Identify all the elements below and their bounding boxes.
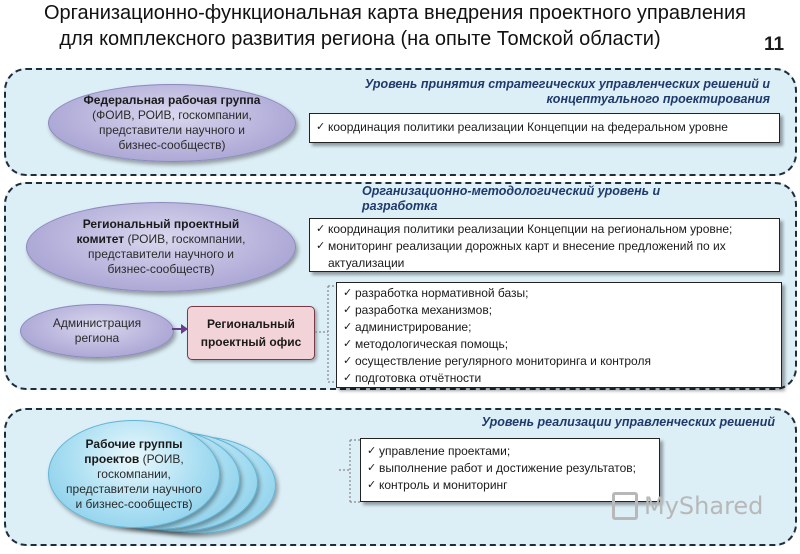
title-line-1: Организационно-функциональная карта внед… xyxy=(44,2,746,24)
committee-title: Региональный проектный комитет xyxy=(76,217,240,246)
admin-to-office-arrow xyxy=(172,324,188,334)
page-title: Организационно-функциональная карта внед… xyxy=(0,0,790,52)
committee-members: (РОИВ, госкомпании, представители научно… xyxy=(88,232,246,276)
federal-group-members: (ФОИВ, РОИВ, госкомпании, представители … xyxy=(92,108,252,152)
committee-functions-box: координация политики реализации Концепци… xyxy=(309,218,780,272)
project-groups-members: (РОИВ, госкомпании, представители научно… xyxy=(66,451,202,511)
list-item: разработка нормативной базы; xyxy=(343,285,775,302)
level1-label: Уровень принятия стратегических управлен… xyxy=(330,77,770,107)
watermark: MyShared xyxy=(612,492,763,520)
list-item: управление проектами; xyxy=(367,443,653,460)
list-item: администрирование; xyxy=(343,319,775,336)
list-item: координация политики реализации Концепци… xyxy=(316,119,773,136)
regional-project-office: Региональный проектный офис xyxy=(187,306,315,360)
office-functions-box: разработка нормативной базы; разработка … xyxy=(336,282,782,388)
regional-project-committee: Региональный проектный комитет (РОИВ, го… xyxy=(26,202,296,292)
page-number: 11 xyxy=(764,34,785,55)
project-groups-title: Рабочие группы проектов xyxy=(84,436,183,466)
watermark-logo-icon xyxy=(612,492,638,520)
list-item: осуществление регулярного мониторинга и … xyxy=(343,353,775,370)
level1-label-line-1: Уровень принятия стратегических управлен… xyxy=(364,77,770,91)
regional-administration: Администрация региона xyxy=(20,304,174,358)
watermark-text: MyShared xyxy=(644,492,764,520)
list-item: методологическая помощь; xyxy=(343,336,775,353)
list-item: разработка механизмов; xyxy=(343,302,775,319)
level2-label-line-1: Организационно-методологический уровень … xyxy=(362,184,661,213)
groups-bracket xyxy=(339,439,360,503)
federal-group-title: Федеральная рабочая группа xyxy=(83,93,261,107)
federal-working-group: Федеральная рабочая группа (ФОИВ, РОИВ, … xyxy=(48,84,296,162)
project-functions-box: управление проектами; выполнение работ и… xyxy=(360,438,660,502)
list-item: подготовка отчётности xyxy=(343,370,775,387)
list-item: мониторинг реализации дорожных карт и вн… xyxy=(316,238,773,272)
office-bracket xyxy=(315,285,336,383)
title-line-2: для комплексного развития региона (на оп… xyxy=(59,28,661,50)
list-item: контроль и мониторинг xyxy=(367,477,653,494)
list-item: выполнение работ и достижение результато… xyxy=(367,460,653,477)
project-working-groups: Рабочие группы проектов (РОИВ, госкомпан… xyxy=(48,420,220,528)
federal-functions-box: координация политики реализации Концепци… xyxy=(309,113,780,143)
level1-label-line-2: концептуального проектирования xyxy=(546,92,770,106)
office-label: Региональный проектный офис xyxy=(200,317,302,349)
level3-label: Уровень реализации управленческих решени… xyxy=(481,415,775,429)
administration-label: Администрация региона xyxy=(52,316,142,345)
list-item: координация политики реализации Концепци… xyxy=(316,221,773,238)
